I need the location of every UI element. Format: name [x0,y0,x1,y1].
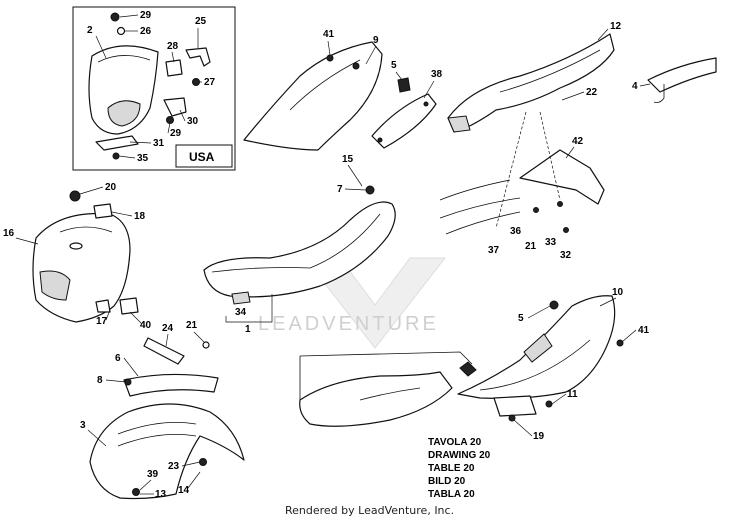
callout-32: 32 [560,250,572,261]
callout-29-lower: 29 [170,128,182,139]
fuel-tank-part-16 [32,190,139,323]
callout-40: 40 [140,320,152,331]
callout-labels: 29 26 2 25 28 27 29 30 31 35 41 9 5 38 1… [3,10,650,500]
callout-33: 33 [545,237,557,248]
usa-label: USA [189,150,215,164]
callout-11: 11 [567,389,578,400]
callout-39: 39 [147,469,159,480]
callout-21-rear: 21 [525,241,537,252]
callout-22: 22 [586,87,598,98]
callout-12: 12 [610,21,622,32]
callout-21-front: 21 [186,320,198,331]
callout-30: 30 [187,116,199,127]
callout-6: 6 [115,353,121,364]
front-fender-part-3 [89,403,245,500]
callout-13: 13 [155,489,167,500]
subframe-bracket-part-42 [439,111,605,235]
table-reference: TAVOLA 20 DRAWING 20 TABLE 20 BILD 20 TA… [428,437,491,500]
callout-38: 38 [431,69,443,80]
callout-1: 1 [245,324,251,335]
callout-24: 24 [162,323,174,334]
callout-35: 35 [137,153,149,164]
callout-26: 26 [140,26,152,37]
callout-36: 36 [510,226,522,237]
callout-5-lower: 5 [518,313,524,324]
callout-25: 25 [195,16,207,27]
callout-9: 9 [373,35,379,46]
callout-4: 4 [632,81,638,92]
callout-34: 34 [235,307,247,318]
table-line-bild: BILD 20 [428,476,466,487]
callout-18: 18 [134,211,146,222]
table-line-drawing: DRAWING 20 [428,450,491,461]
callout-7: 7 [337,184,343,195]
callout-31: 31 [153,138,165,149]
leader-lines [15,14,651,495]
callout-19: 19 [533,431,545,442]
usa-inset-box: USA [72,6,236,171]
callout-17: 17 [96,316,108,327]
callout-8: 8 [97,375,103,386]
callout-14: 14 [178,485,190,496]
callout-28: 28 [167,41,179,52]
detail-inset-air-box [299,351,477,427]
callout-10: 10 [612,287,624,298]
plate-part-38 [371,93,437,149]
seat-part-1 [203,185,396,323]
tail-light-part-4 [647,57,717,103]
callout-41-lower: 41 [638,325,650,336]
table-line-table: TABLE 20 [428,463,475,474]
side-panel-part-9 [243,41,383,151]
table-line-tabla: TABLA 20 [428,489,475,500]
fender-bracket-part-6 [123,337,219,397]
callout-3: 3 [80,420,86,431]
callout-42: 42 [572,136,584,147]
table-line-tavola: TAVOLA 20 [428,437,482,448]
callout-37: 37 [488,245,500,256]
rear-fender-part-12 [447,33,615,133]
callout-23: 23 [168,461,180,472]
callout-29: 29 [140,10,152,21]
render-credit: Rendered by LeadVenture, Inc. [285,504,454,517]
clip-part-5 [397,77,411,93]
callout-27: 27 [204,77,216,88]
callout-2: 2 [87,25,93,36]
callout-16: 16 [3,228,15,239]
callout-41: 41 [323,29,335,40]
callout-5: 5 [391,60,397,71]
callout-20: 20 [105,182,117,193]
callout-15: 15 [342,154,354,165]
watermark-text: LEADVENTURE [258,313,439,335]
side-panel-part-10 [457,295,624,422]
